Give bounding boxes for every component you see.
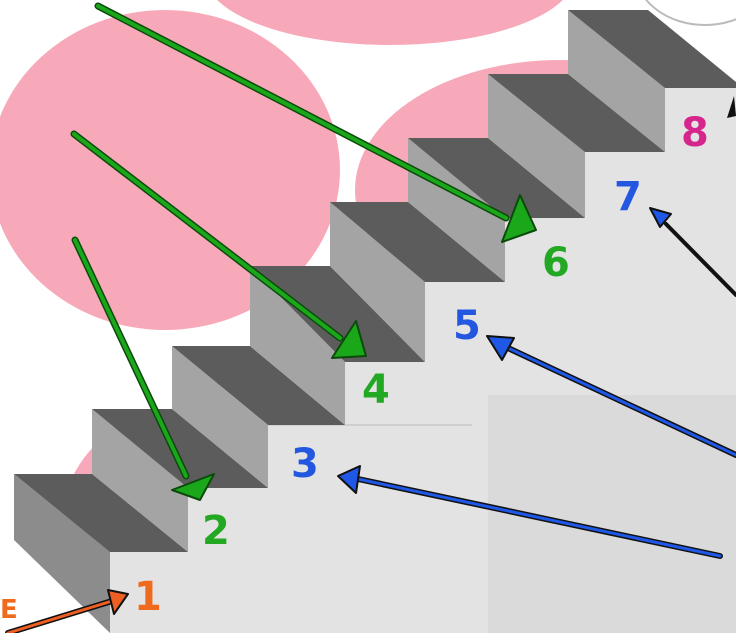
step-7-riser xyxy=(488,74,585,218)
gray-circle-outline xyxy=(645,0,736,26)
green-arrow-to-4 xyxy=(70,130,367,359)
orange-arrow-to-1 xyxy=(5,589,129,633)
step-2-block xyxy=(92,409,268,552)
blue-arrow-to-7 xyxy=(649,207,736,297)
step-4-block xyxy=(250,266,425,425)
arrows xyxy=(5,2,736,633)
label-step-5: 5 xyxy=(453,303,481,349)
label-step-6: 6 xyxy=(542,240,570,286)
step-6-block xyxy=(408,138,585,282)
step-6-tread xyxy=(408,138,585,218)
step-8-tread xyxy=(568,10,736,88)
step-4-tread xyxy=(250,266,425,362)
step-2-riser xyxy=(92,409,188,552)
step-2-tread xyxy=(92,409,268,488)
step-1-side xyxy=(14,474,110,633)
step-labels: 1 2 3 4 5 6 7 8 E xyxy=(0,110,709,625)
label-edge-fragment: E xyxy=(0,595,18,625)
step-8-riser xyxy=(568,10,665,152)
label-step-3: 3 xyxy=(291,441,319,487)
green-arrow-to-6 xyxy=(94,2,537,243)
step-6-riser xyxy=(408,138,505,282)
step-5-block xyxy=(330,202,505,362)
step-3-tread xyxy=(172,346,345,425)
step-5-riser xyxy=(330,202,425,362)
step-3-block xyxy=(172,346,345,488)
label-step-7: 7 xyxy=(614,174,642,220)
blue-arrow-to-3 xyxy=(337,465,723,559)
step-7-block xyxy=(488,74,665,218)
step-1-tread xyxy=(14,474,188,552)
step-1-block xyxy=(14,474,188,633)
label-step-4: 4 xyxy=(362,367,390,413)
staircase-steps xyxy=(14,10,736,633)
step-8-block xyxy=(568,10,736,152)
blue-arrow-to-5 xyxy=(486,335,736,458)
step-3-riser xyxy=(172,346,268,488)
step-7-tread xyxy=(488,74,665,152)
label-step-2: 2 xyxy=(202,508,230,554)
pink-blob-top xyxy=(217,0,563,45)
black-arrow-near-8 xyxy=(727,96,736,118)
green-arrow-to-2 xyxy=(71,236,215,501)
label-step-1: 1 xyxy=(134,574,162,620)
step-4-riser xyxy=(250,266,345,425)
step-5-tread xyxy=(330,202,505,282)
label-step-8: 8 xyxy=(681,110,709,156)
